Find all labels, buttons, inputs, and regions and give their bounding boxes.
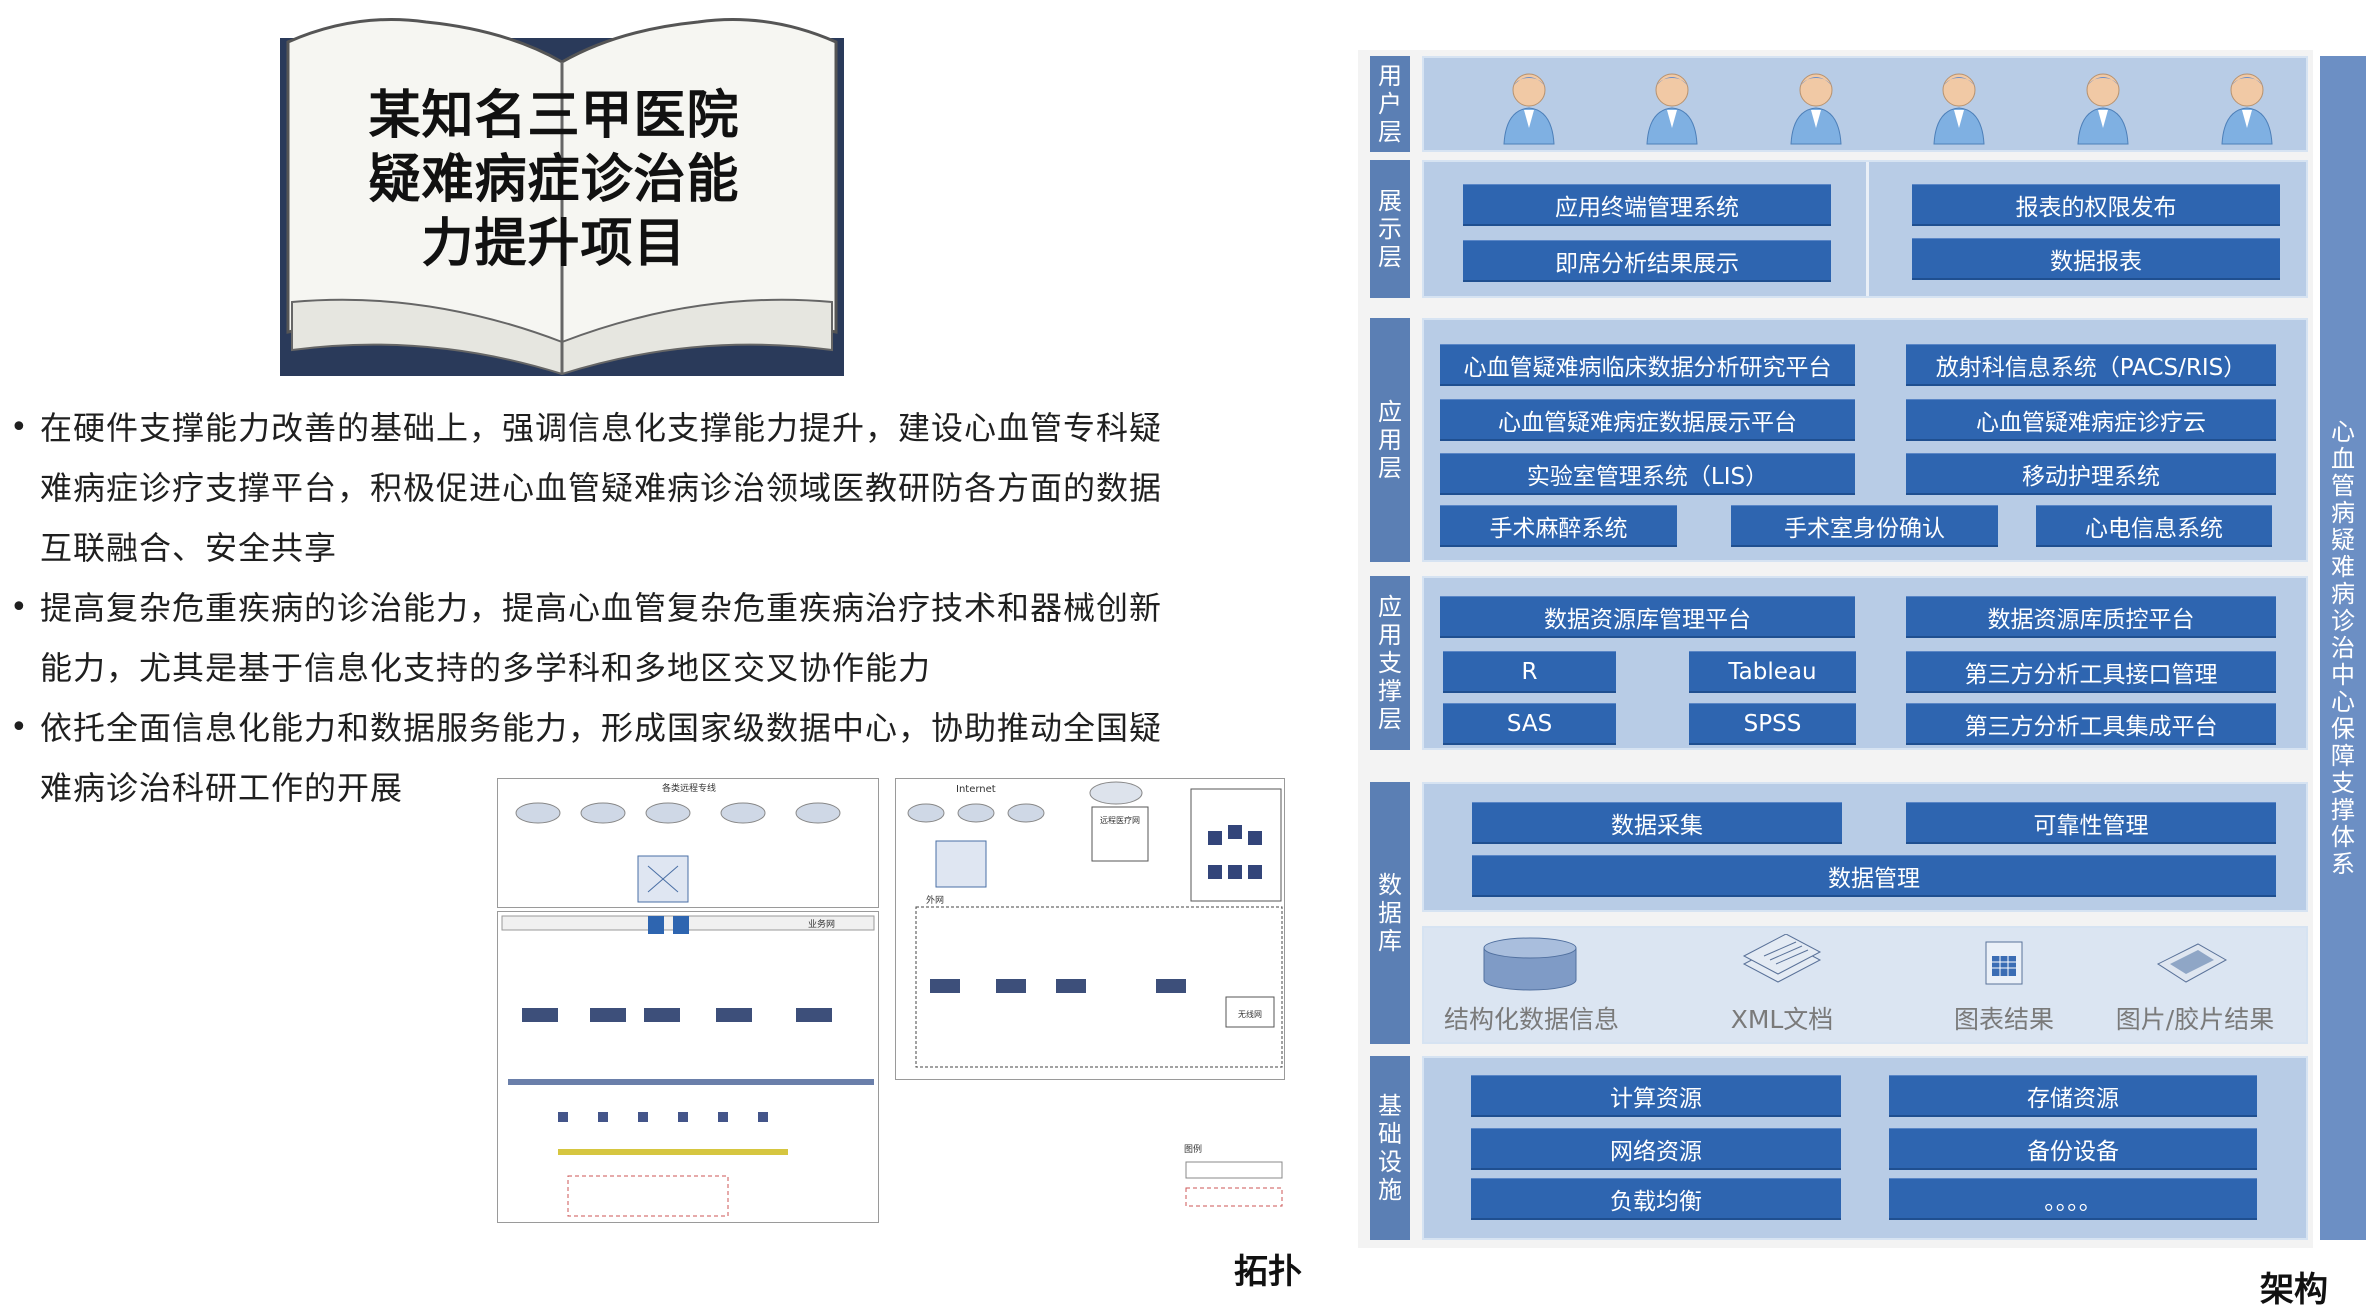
book-cover: 某知名三甲医院 疑难病症诊治能 力提升项目	[276, 2, 848, 380]
panel-separator	[1866, 162, 1869, 296]
book-title: 某知名三甲医院 疑难病症诊治能 力提升项目	[354, 84, 754, 276]
book-title-line: 某知名三甲医院	[368, 86, 740, 146]
layer-label-app: 应用层	[1370, 318, 1410, 562]
bullet-item: • 依托全面信息化能力和数据服务能力，形成国家级数据中心，协助推动全国疑 难病诊…	[8, 698, 1328, 818]
user-icon	[1933, 73, 1985, 145]
spreadsheet-icon	[1985, 941, 2023, 985]
architecture-caption: 架构	[2260, 1270, 2328, 1309]
user-icon	[1646, 73, 1698, 145]
switch-icon	[637, 855, 689, 903]
bullet-text: 互联融合、安全共享	[40, 529, 338, 567]
support-block: 第三方分析工具接口管理	[1906, 651, 2276, 693]
bullet-text: 能力，尤其是基于信息化支持的多学科和多地区交叉协作能力	[40, 649, 932, 687]
display-block: 数据报表	[1912, 238, 2280, 280]
db-store-label: 图片/胶片结果	[2115, 1005, 2275, 1034]
topology-left: 各类远程专线	[497, 778, 879, 853]
support-block: Tableau	[1689, 651, 1856, 693]
support-block: SAS	[1443, 703, 1616, 745]
support-block: SPSS	[1689, 703, 1856, 745]
app-block: 心电信息系统	[2036, 505, 2272, 547]
layer-label-db: 数据库	[1370, 782, 1410, 1044]
database-icon	[1483, 937, 1577, 991]
user-icon	[2077, 73, 2129, 145]
topology-label: 各类远程专线	[662, 782, 716, 794]
topology-left-core	[497, 852, 879, 908]
bullet-text: 难病诊治科研工作的开展	[40, 769, 404, 807]
db-block: 数据采集	[1472, 802, 1842, 844]
app-block: 心血管疑难病症诊疗云	[1906, 399, 2276, 441]
infra-block: 备份设备	[1889, 1128, 2257, 1170]
bullet-item: • 提高复杂危重疾病的诊治能力，提高心血管复杂危重疾病治疗技术和器械创新 能力，…	[8, 578, 1328, 698]
topology-legend: 图例	[1180, 1140, 1287, 1216]
topology-label: 远程医疗网	[1100, 815, 1140, 825]
bullet-list: • 在硬件支撑能力改善的基础上，强调信息化支撑能力提升，建设心血管专科疑 难病症…	[8, 398, 1328, 818]
bullet-text: 依托全面信息化能力和数据服务能力，形成国家级数据中心，协助推动全国疑	[40, 709, 1163, 747]
bullet-text: 难病症诊疗支撑平台，积极促进心血管疑难病诊治领域医教研防各方面的数据	[40, 469, 1163, 507]
user-layer-panel	[1422, 56, 2308, 152]
layer-label-infra: 基础设施	[1370, 1056, 1410, 1240]
topology-label: Internet	[956, 784, 996, 795]
layer-label-support: 应用支撑层	[1370, 576, 1410, 750]
db-block: 可靠性管理	[1906, 802, 2276, 844]
support-block: 数据资源库质控平台	[1906, 596, 2276, 638]
infra-block: 负载均衡	[1471, 1178, 1841, 1220]
app-block: 移动护理系统	[1906, 453, 2276, 495]
book-title-line: 力提升项目	[421, 214, 687, 274]
db-block: 数据管理	[1472, 855, 2276, 897]
topology-label: 业务网	[808, 918, 835, 930]
support-block: 第三方分析工具集成平台	[1906, 703, 2276, 745]
bullet-item: • 在硬件支撑能力改善的基础上，强调信息化支撑能力提升，建设心血管专科疑 难病症…	[8, 398, 1328, 578]
db-store-label: 图表结果	[1953, 1005, 2054, 1034]
bullet-text: 在硬件支撑能力改善的基础上，强调信息化支撑能力提升，建设心血管专科疑	[40, 409, 1163, 447]
support-block: 数据资源库管理平台	[1440, 596, 1855, 638]
display-block: 应用终端管理系统	[1463, 184, 1831, 226]
app-block: 放射科信息系统（PACS/RIS）	[1906, 344, 2276, 386]
support-block: R	[1443, 651, 1616, 693]
topology-label: 外网	[926, 894, 944, 906]
topology-label: 图例	[1184, 1143, 1202, 1155]
bullet-dot-icon: •	[10, 410, 29, 445]
open-book-icon	[280, 18, 844, 376]
layer-label-display: 展示层	[1370, 160, 1410, 298]
app-block: 心血管疑难病症数据展示平台	[1440, 399, 1855, 441]
internet-topology-diagram: Internet 远程医疗网 外网 无线网	[907, 781, 1283, 1068]
layer-label-user: 用户层	[1370, 56, 1410, 152]
app-block: 手术室身份确认	[1731, 505, 1998, 547]
cloud-network-icon: 各类远程专线	[515, 782, 841, 824]
user-icon	[2221, 73, 2273, 145]
xml-document-icon	[1742, 934, 1822, 983]
user-icon	[1790, 73, 1842, 145]
app-block: 实验室管理系统（LIS）	[1440, 453, 1855, 495]
topology-right: Internet 远程医疗网 外网 无线网	[895, 778, 1285, 1080]
bullet-dot-icon: •	[10, 710, 29, 745]
display-block: 即席分析结果展示	[1463, 240, 1831, 282]
user-icon	[1503, 73, 1555, 145]
bullet-text: 提高复杂危重疾病的诊治能力，提高心血管复杂危重疾病治疗技术和器械创新	[40, 589, 1163, 627]
infra-block: 。。。。	[1889, 1178, 2257, 1220]
legend-icon: 图例	[1184, 1143, 1283, 1207]
support-system-side-bar: 心血管病疑难病诊治中心保障支撑体系	[2320, 56, 2366, 1240]
app-block: 心血管疑难病临床数据分析研究平台	[1440, 344, 1855, 386]
topology-label: 无线网	[1238, 1009, 1262, 1019]
infra-block: 网络资源	[1471, 1128, 1841, 1170]
topology-left-biz: 业务网	[497, 911, 879, 1223]
book-title-line: 疑难病症诊治能	[368, 150, 740, 210]
business-network-diagram: 业务网	[501, 915, 875, 1217]
db-store-label: XML文档	[1730, 1005, 1834, 1034]
display-block: 报表的权限发布	[1912, 184, 2280, 226]
image-film-icon	[2156, 943, 2228, 983]
topology-caption: 拓扑	[1234, 1252, 1302, 1292]
infra-block: 存储资源	[1889, 1075, 2257, 1117]
db-store-label: 结构化数据信息	[1444, 1005, 1620, 1034]
app-block: 手术麻醉系统	[1440, 505, 1677, 547]
bullet-dot-icon: •	[10, 590, 29, 625]
infra-block: 计算资源	[1471, 1075, 1841, 1117]
